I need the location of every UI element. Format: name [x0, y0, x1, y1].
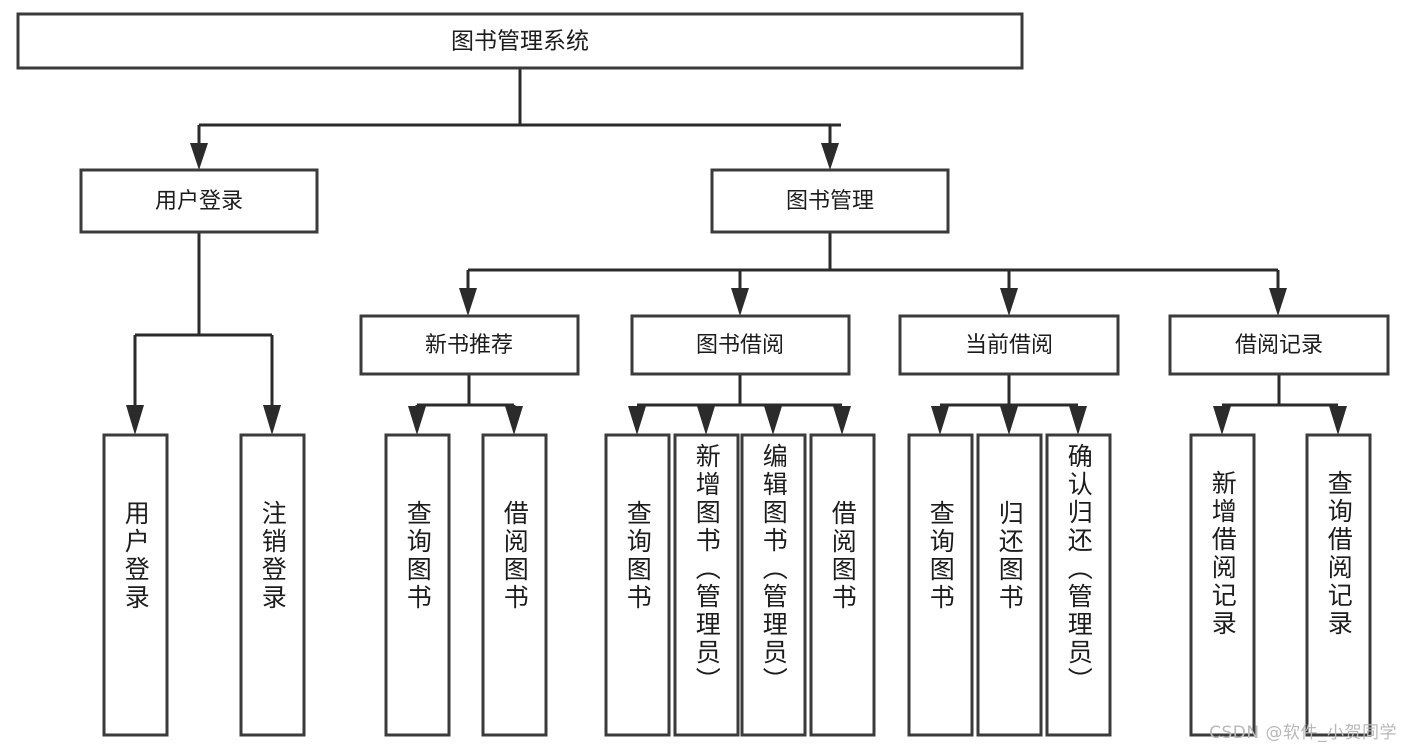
- leaf-box-query-book-nbr[interactable]: [384, 433, 451, 737]
- node-book-borrow-label: 图书借阅: [696, 333, 784, 358]
- arrowhead-borrow-leaf-3: [764, 406, 782, 435]
- node-root-box[interactable]: [16, 12, 1024, 70]
- leaf-layer: [102, 433, 1372, 737]
- arrowhead-current-leaf-2: [1000, 406, 1018, 435]
- node-new-book-recommend-box[interactable]: [359, 314, 580, 376]
- node-user-login-box[interactable]: [79, 168, 319, 234]
- leaf-box-add-book-admin[interactable]: [673, 433, 740, 737]
- node-current-borrow-box[interactable]: [898, 314, 1120, 376]
- arrowhead-bookmgmt: [821, 143, 839, 170]
- arrowhead-record-leaf-1: [1213, 406, 1231, 435]
- arrowhead-newbook-leaf-2: [505, 406, 523, 435]
- arrowhead-borrow-leaf-1: [628, 406, 646, 435]
- leaf-box-add-borrow-record[interactable]: [1189, 433, 1256, 737]
- leaf-box-borrow-book-nbr[interactable]: [481, 433, 548, 737]
- node-root-label: 图书管理系统: [451, 29, 589, 55]
- node-borrow-record-box[interactable]: [1168, 314, 1390, 376]
- arrowhead-leaf-注销登录: [263, 405, 281, 435]
- node-layer: 图书管理系统 用户登录 图书管理 新书推荐 图书借阅 当前借阅 借阅记录: [16, 12, 1390, 376]
- leaf-box-return-book[interactable]: [976, 433, 1043, 737]
- node-book-borrow-box[interactable]: [630, 314, 851, 376]
- arrowhead-当前借阅: [1000, 288, 1018, 316]
- leaf-box-confirm-return-admin[interactable]: [1045, 433, 1112, 737]
- arrowhead-新书推荐: [459, 288, 477, 316]
- arrowhead-current-leaf-1: [931, 406, 949, 435]
- node-borrow-record-label: 借阅记录: [1235, 333, 1323, 358]
- leaf-box-edit-book-admin[interactable]: [740, 433, 807, 737]
- leaf-box-query-book-bb[interactable]: [604, 433, 671, 737]
- arrowhead-current-leaf-3: [1069, 406, 1087, 435]
- leaf-box-logout[interactable]: [239, 433, 306, 737]
- arrowhead-leaf-用户登录: [126, 405, 144, 435]
- node-book-management-label: 图书管理: [786, 189, 874, 214]
- arrowhead-newbook-leaf-1: [408, 406, 426, 435]
- leaf-box-query-borrow-record[interactable]: [1305, 433, 1372, 737]
- arrowhead-borrow-leaf-2: [697, 406, 715, 435]
- watermark-text: CSDN @软件_小贺同学: [1209, 723, 1397, 743]
- leaf-box-user-login[interactable]: [102, 433, 169, 737]
- node-new-book-recommend-label: 新书推荐: [425, 333, 513, 358]
- leaf-box-query-book-cb[interactable]: [907, 433, 974, 737]
- arrowhead-图书借阅: [731, 288, 749, 316]
- node-user-login-label: 用户登录: [155, 189, 243, 214]
- node-current-borrow-label: 当前借阅: [965, 333, 1053, 358]
- arrowhead-borrow-leaf-4: [833, 406, 851, 435]
- leaf-box-borrow-book-bb[interactable]: [809, 433, 876, 737]
- arrowhead-userlogin: [190, 143, 208, 170]
- edge-layer: [126, 68, 1347, 435]
- node-book-management-box[interactable]: [710, 168, 950, 234]
- arrowhead-借阅记录: [1269, 288, 1287, 316]
- arrowhead-record-leaf-2: [1329, 406, 1347, 435]
